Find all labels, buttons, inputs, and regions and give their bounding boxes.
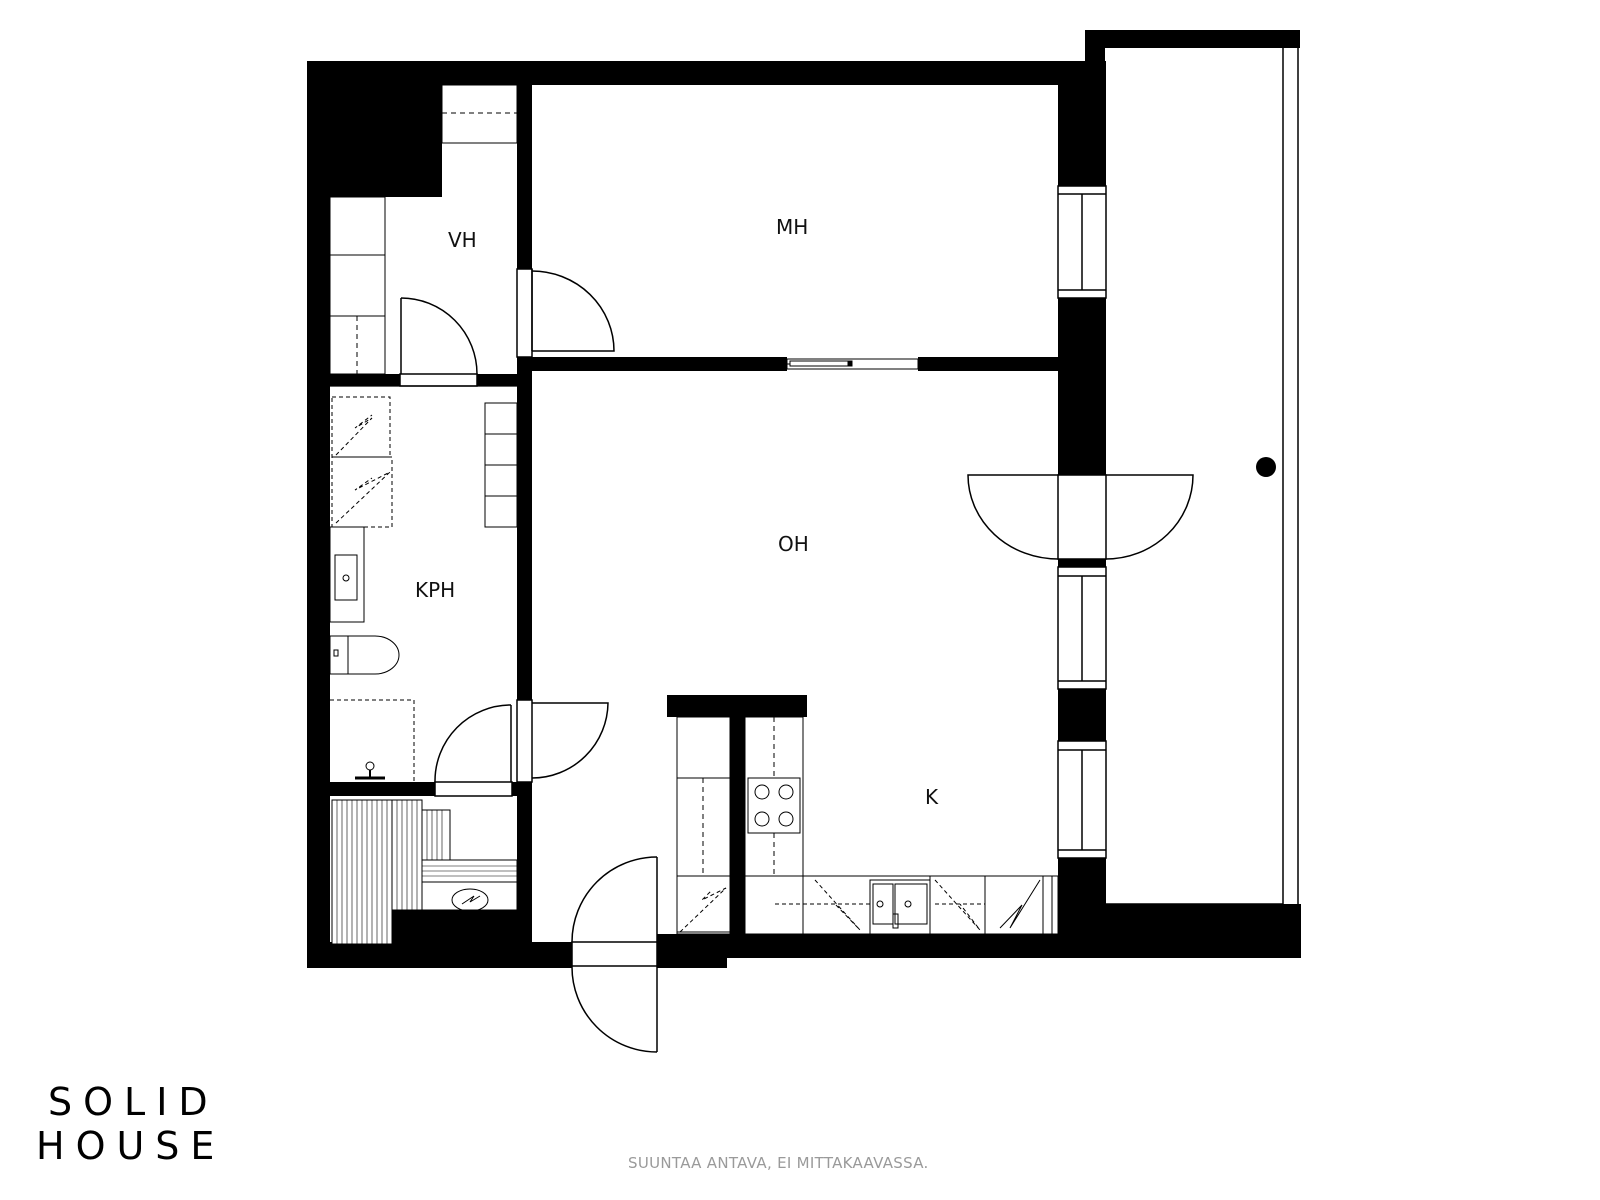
room-label-k: K	[925, 785, 939, 809]
sliding-door	[786, 358, 919, 370]
walls	[307, 30, 1301, 968]
room-label-vh: VH	[448, 228, 477, 252]
vh-closets	[329, 84, 518, 375]
sauna	[331, 799, 518, 945]
brand-logo: SOLID HOUSE	[36, 1080, 225, 1168]
room-label-mh: MH	[776, 215, 809, 239]
balcony-door	[967, 474, 1194, 560]
doors	[399, 268, 658, 1053]
room-label-oh: OH	[778, 532, 809, 556]
room-label-kph: KPH	[415, 578, 456, 602]
balcony	[1106, 48, 1299, 905]
drain-icon	[1256, 457, 1276, 477]
brand-line-2: HOUSE	[36, 1124, 226, 1168]
bathroom-fixtures	[329, 396, 518, 782]
disclaimer-note: SUUNTAA ANTAVA, EI MITTAKAAVASSA.	[628, 1154, 929, 1172]
windows	[1057, 185, 1107, 859]
brand-line-1: SOLID	[48, 1080, 219, 1124]
kitchen	[676, 716, 1059, 935]
